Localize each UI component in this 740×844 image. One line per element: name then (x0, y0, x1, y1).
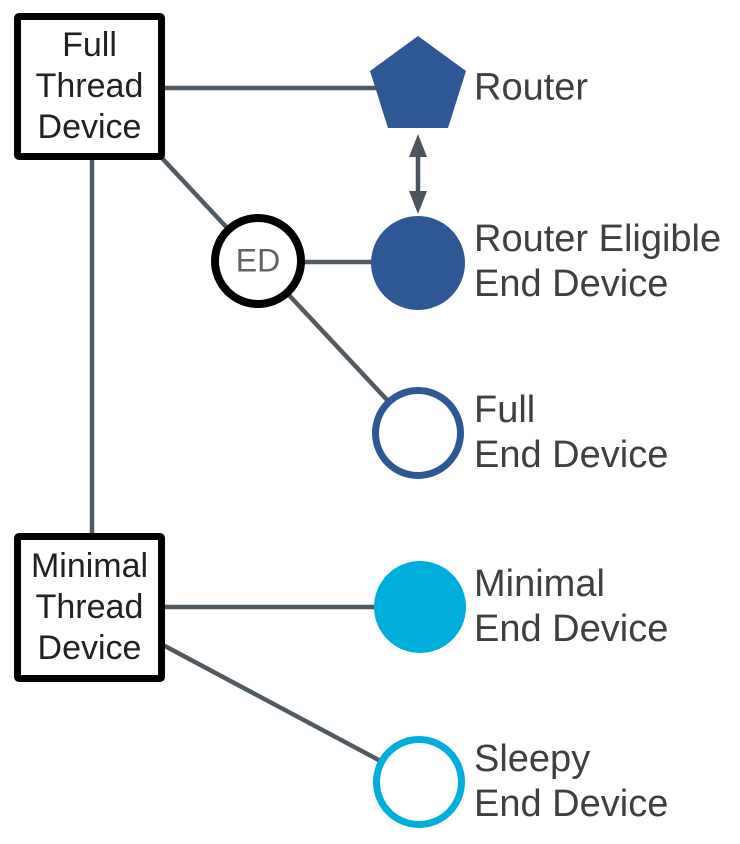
full-thread-device-label: Full Thread Device (35, 26, 144, 146)
sleepy-end-device-circle-shape (373, 736, 465, 828)
full-end-device-label: Full End Device (474, 389, 669, 476)
minimal-thread-device-box: Minimal Thread Device (14, 533, 165, 682)
full-end-device-circle-shape (372, 387, 464, 479)
router-eligible-end-device-circle-shape (371, 216, 465, 310)
minimal-end-device-circle-shape (374, 561, 466, 653)
full-thread-device-box: Full Thread Device (14, 13, 165, 160)
double-arrow-head-up (409, 134, 427, 157)
node-shapes (211, 36, 466, 828)
double-arrow-head-down (409, 191, 427, 214)
router-label: Router (474, 66, 589, 109)
minimal-end-device-label: Minimal End Device (474, 563, 669, 650)
router-eligible-end-device-label: Router Eligible End Device (474, 218, 722, 305)
double-arrow-router-reed (409, 134, 427, 214)
router-pentagon-shape (370, 36, 466, 128)
edge-minimal-thread-device-sleepy-end-device (161, 643, 422, 784)
ed-circle-label: ED (235, 242, 281, 279)
sleepy-end-device-label: Sleepy End Device (474, 738, 669, 825)
ed-circle-shape (211, 214, 305, 308)
minimal-thread-device-label: Minimal Thread Device (30, 547, 149, 667)
